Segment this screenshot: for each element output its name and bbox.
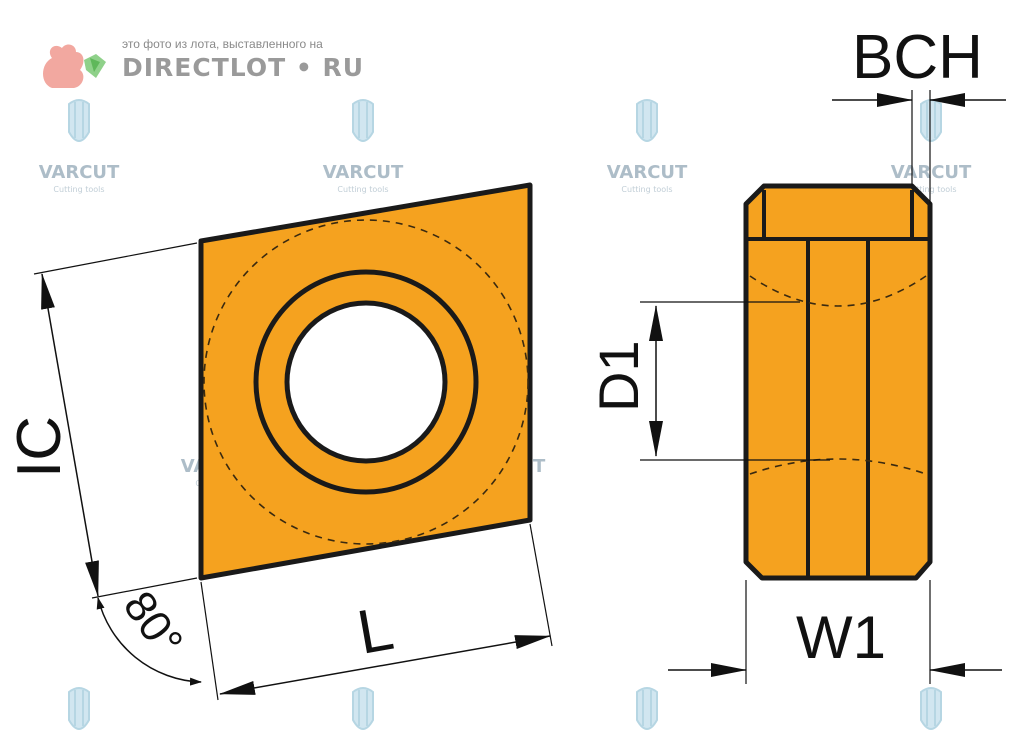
center-hole xyxy=(284,300,448,464)
drill-logo-icon xyxy=(636,99,658,142)
drill-logo-icon xyxy=(68,99,90,142)
varcut-watermark: VARCUT Cutting tools xyxy=(39,99,120,194)
varcut-watermark xyxy=(352,687,374,730)
drill-logo-icon xyxy=(636,687,658,730)
insert-side-view xyxy=(743,183,933,581)
bch-label: BCH xyxy=(852,23,983,92)
w1-label: W1 xyxy=(796,604,886,671)
varcut-name: VARCUT xyxy=(607,162,688,183)
varcut-tagline: Cutting tools xyxy=(337,185,388,194)
site-note: это фото из лота, выставленного на xyxy=(122,37,323,51)
bch-dimension: BCH xyxy=(832,23,1006,204)
l-label: L xyxy=(352,594,398,668)
drill-logo-icon xyxy=(920,99,942,142)
w1-dimension: W1 xyxy=(668,580,1002,684)
site-brand: DIRECTLOT • RU xyxy=(122,53,364,82)
squirrel-logo-icon xyxy=(43,44,106,88)
side-body xyxy=(743,183,933,581)
insert-top-view xyxy=(198,182,533,581)
varcut-tagline: Cutting tools xyxy=(905,185,956,194)
varcut-watermark xyxy=(920,687,942,730)
varcut-tagline: Cutting tools xyxy=(53,185,104,194)
angle-dimension: 80° xyxy=(96,583,202,686)
d1-dimension: D1 xyxy=(587,301,830,461)
ic-dimension: IC xyxy=(5,242,198,599)
varcut-watermark xyxy=(68,687,90,730)
varcut-name: VARCUT xyxy=(323,162,404,183)
d1-label: D1 xyxy=(587,340,650,412)
varcut-name: VARCUT xyxy=(39,162,120,183)
countersink-ring xyxy=(253,269,479,495)
varcut-watermark: VARCUT Cutting tools xyxy=(891,99,972,194)
drill-logo-icon xyxy=(920,687,942,730)
varcut-watermark: VARCUT Cutting tools xyxy=(607,99,688,194)
site-watermark: это фото из лота, выставленного на DIREC… xyxy=(43,37,364,88)
drill-logo-icon xyxy=(352,687,374,730)
drill-logo-icon xyxy=(352,99,374,142)
drill-logo-icon xyxy=(68,687,90,730)
inscribed-circle xyxy=(203,219,529,545)
ic-label: IC xyxy=(5,416,74,478)
varcut-tagline: Cutting tools xyxy=(621,185,672,194)
varcut-watermark xyxy=(636,687,658,730)
varcut-name: VARCUT xyxy=(891,162,972,183)
angle-label: 80° xyxy=(114,583,192,666)
varcut-watermark: VARCUT Cutting tools xyxy=(323,99,404,194)
